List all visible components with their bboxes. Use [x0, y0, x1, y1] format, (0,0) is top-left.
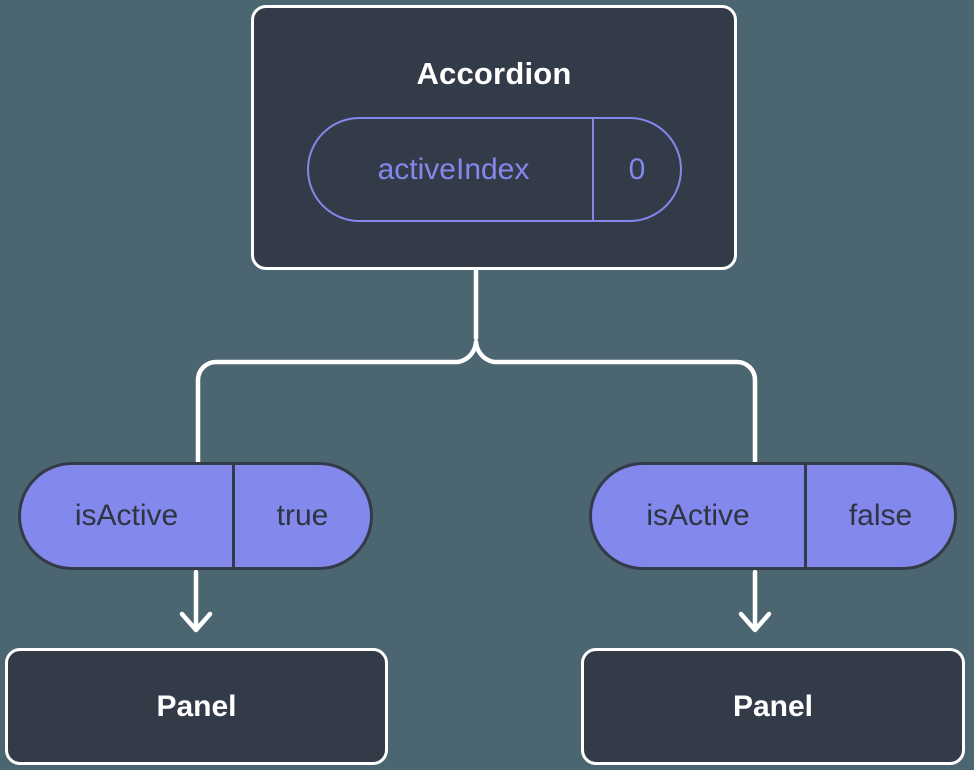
left-arrow-head — [179, 611, 213, 633]
node-panel-left[interactable]: Panel — [5, 648, 388, 765]
prop-pill-isactive-false[interactable]: isActive false — [589, 462, 957, 570]
state-pill-activeindex[interactable]: activeIndex 0 — [307, 117, 682, 222]
prop-pill-value: false — [804, 465, 954, 567]
prop-pill-value: true — [232, 465, 370, 567]
node-accordion-title: Accordion — [416, 56, 572, 91]
prop-pill-isactive-true[interactable]: isActive true — [18, 462, 373, 570]
left-arrow — [179, 569, 213, 633]
right-arrow — [738, 569, 772, 633]
prop-pill-key: isActive — [646, 499, 750, 532]
node-panel-right[interactable]: Panel — [581, 648, 965, 765]
prop-pill-key: isActive — [74, 499, 179, 532]
right-arrow-head — [738, 611, 772, 633]
branch-fork — [195, 339, 758, 476]
state-pill-value: 0 — [592, 119, 680, 220]
node-panel-left-title: Panel — [156, 689, 237, 723]
state-pill-key: activeIndex — [377, 152, 530, 186]
node-panel-right-title: Panel — [732, 689, 814, 723]
